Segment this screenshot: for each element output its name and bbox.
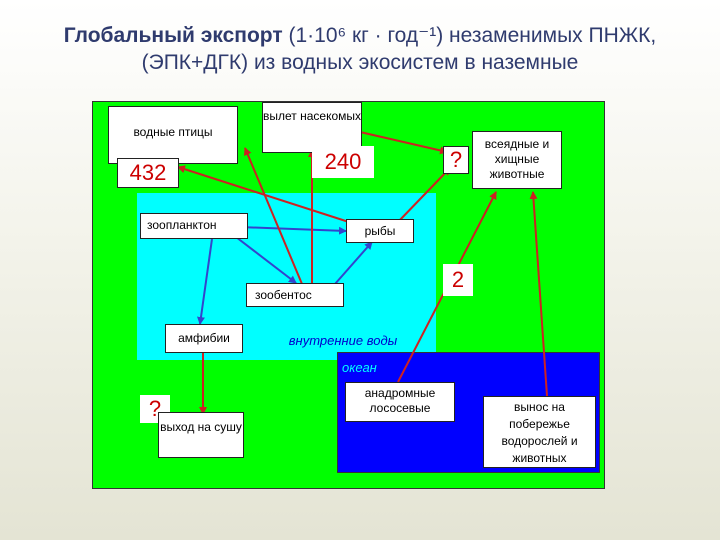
- title-rest: (1·10⁶ кг · год⁻¹) незаменимых ПНЖК,: [282, 24, 657, 47]
- ocean-label: океан: [342, 360, 377, 375]
- node-zoobenthos-label: зообентос: [255, 288, 312, 302]
- node-land-exit: выход на сушу: [158, 412, 244, 458]
- node-coast: вынос на побережье водорослей и животных: [483, 396, 596, 468]
- arrow-fish-to-omnivores: [397, 167, 451, 223]
- arrow-zoobenthos-to-birds: [244, 147, 303, 285]
- node-water-birds: водные птицы: [108, 106, 238, 164]
- node-land-exit-label: выход на сушу: [160, 420, 242, 434]
- node-water-birds-label: водные птицы: [133, 125, 213, 139]
- arrow-zoobenthos-to-fish: [334, 241, 373, 285]
- arrow-zooplankton-to-amphibians: [197, 238, 213, 325]
- node-amphibians-label: амфибии: [178, 331, 230, 345]
- node-salmon: анадромные лососевые: [345, 382, 455, 422]
- value-fish-out: 2: [443, 264, 473, 296]
- node-amphibians: амфибии: [165, 324, 243, 353]
- node-omnivores-label: всеядные и хищные животные: [484, 137, 550, 181]
- value-insects: 240: [312, 146, 374, 178]
- node-zooplankton: зоопланктон: [140, 213, 248, 239]
- node-zooplankton-label: зоопланктон: [147, 218, 217, 232]
- arrow-insects-to-omnivores: [359, 131, 448, 155]
- value-birds: 432: [117, 158, 179, 188]
- title-bold: Глобальный экспорт: [63, 24, 283, 47]
- value-omnivores: ?: [443, 146, 469, 174]
- arrow-zooplankton-to-fish: [239, 226, 347, 235]
- node-insects-label: вылет насекомых: [263, 109, 362, 123]
- title-line2: (ЭПК+ДГК) из водных экосистем в наземные: [141, 51, 579, 74]
- node-coast-label: вынос на побережье водорослей и животных: [501, 400, 578, 465]
- node-zoobenthos: зообентос: [246, 283, 344, 307]
- arrow-zooplankton-to-zoobenthos: [235, 236, 297, 284]
- node-fish: рыбы: [346, 219, 414, 243]
- inland-waters-label: внутренние воды: [288, 333, 398, 348]
- node-omnivores: всеядные и хищные животные: [472, 131, 562, 189]
- arrow-coast-to-omnivores: [529, 191, 548, 397]
- diagram-title: Глобальный экспорт (1·10⁶ кг · год⁻¹) не…: [0, 22, 720, 76]
- node-salmon-label: анадромные лососевые: [364, 386, 436, 415]
- node-fish-label: рыбы: [364, 224, 396, 238]
